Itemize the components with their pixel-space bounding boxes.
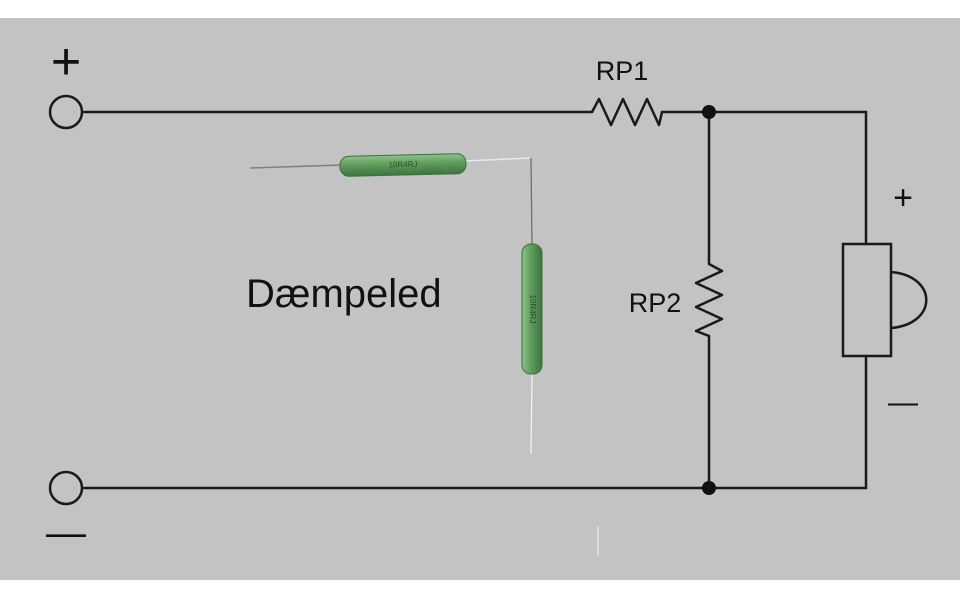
resistor-lead-left: [249, 164, 343, 169]
rp1-label: RP1: [596, 56, 649, 86]
diagram-background: [0, 18, 960, 580]
junction-dot-bottom: [702, 481, 716, 495]
resistor-photo-vertical: 10R4RJ: [521, 157, 543, 455]
rp2-resistor-symbol: [694, 262, 724, 338]
speaker-positive-sign: +: [893, 179, 913, 217]
resistor-body: [521, 243, 543, 375]
resistor-marking: 10R4RJ: [388, 160, 417, 170]
input-positive-sign: +: [51, 33, 81, 91]
terminal-circle: [48, 94, 84, 130]
terminal-circle: [48, 470, 84, 506]
resistor-lead-top: [530, 157, 533, 247]
resistor-lead-bottom: [530, 371, 533, 455]
speaker-cone: [890, 270, 928, 330]
resistor-lead-right: [463, 157, 531, 162]
speaker-negative-sign: —: [888, 386, 918, 419]
input-negative-terminal: [48, 470, 84, 506]
rp1-resistor-symbol: [590, 97, 664, 127]
circuit-wires: [82, 110, 868, 490]
rp2-label: RP2: [629, 288, 682, 318]
attenuator-caption: Dæmpeled: [246, 272, 442, 316]
speaker-symbol: [841, 242, 928, 358]
speaker-body: [841, 242, 893, 358]
input-negative-sign: —: [46, 511, 86, 555]
resistor-marking: 10R4RJ: [528, 295, 537, 324]
resistor-photo-horizontal: 10R4RJ: [249, 153, 531, 177]
junction-dot-top: [702, 105, 716, 119]
input-positive-terminal: [48, 94, 84, 130]
resistor-body: [339, 153, 467, 177]
